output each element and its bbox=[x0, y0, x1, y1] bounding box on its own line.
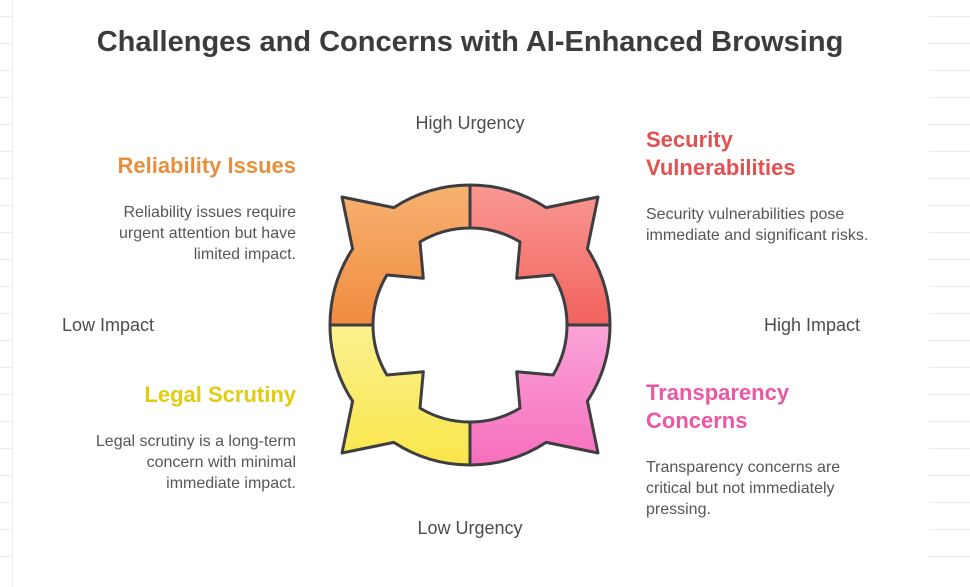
axis-label-high-urgency: High Urgency bbox=[415, 113, 525, 133]
axis-label-low-impact: Low Impact bbox=[62, 315, 155, 335]
cycle-segment-security bbox=[468, 183, 612, 327]
cycle-segment-transparency bbox=[468, 323, 612, 467]
page-title: Challenges and Concerns with AI-Enhanced… bbox=[96, 26, 844, 58]
cycle-diagram bbox=[328, 183, 612, 467]
section-transparency-heading: Transparency Concerns bbox=[646, 380, 790, 433]
page-right-ticks bbox=[929, 16, 970, 576]
section-reliability: Reliability Issues Reliability issues re… bbox=[56, 152, 296, 265]
page-left-ticks bbox=[0, 16, 12, 576]
axis-label-low-urgency: Low Urgency bbox=[417, 518, 523, 538]
section-security-body: Security vulnerabilities pose immediate … bbox=[646, 206, 869, 244]
section-security-heading: Security Vulnerabilities bbox=[646, 127, 796, 180]
cycle-segment-legal bbox=[328, 323, 472, 467]
section-reliability-body: Reliability issues require urgent attent… bbox=[118, 204, 296, 263]
section-legal-body: Legal scrutiny is a long-term concern wi… bbox=[95, 433, 296, 492]
cycle-segment-reliability bbox=[328, 183, 472, 327]
section-security: Security Vulnerabilities Security vulner… bbox=[646, 126, 886, 246]
axis-label-high-impact: High Impact bbox=[764, 315, 861, 335]
section-transparency-body: Transparency concerns are critical but n… bbox=[646, 459, 841, 518]
page-left-rule bbox=[12, 0, 13, 587]
section-legal: Legal Scrutiny Legal scrutiny is a long-… bbox=[56, 381, 296, 494]
section-reliability-heading: Reliability Issues bbox=[117, 153, 296, 178]
section-legal-heading: Legal Scrutiny bbox=[144, 382, 296, 407]
section-transparency: Transparency Concerns Transparency conce… bbox=[646, 379, 886, 520]
